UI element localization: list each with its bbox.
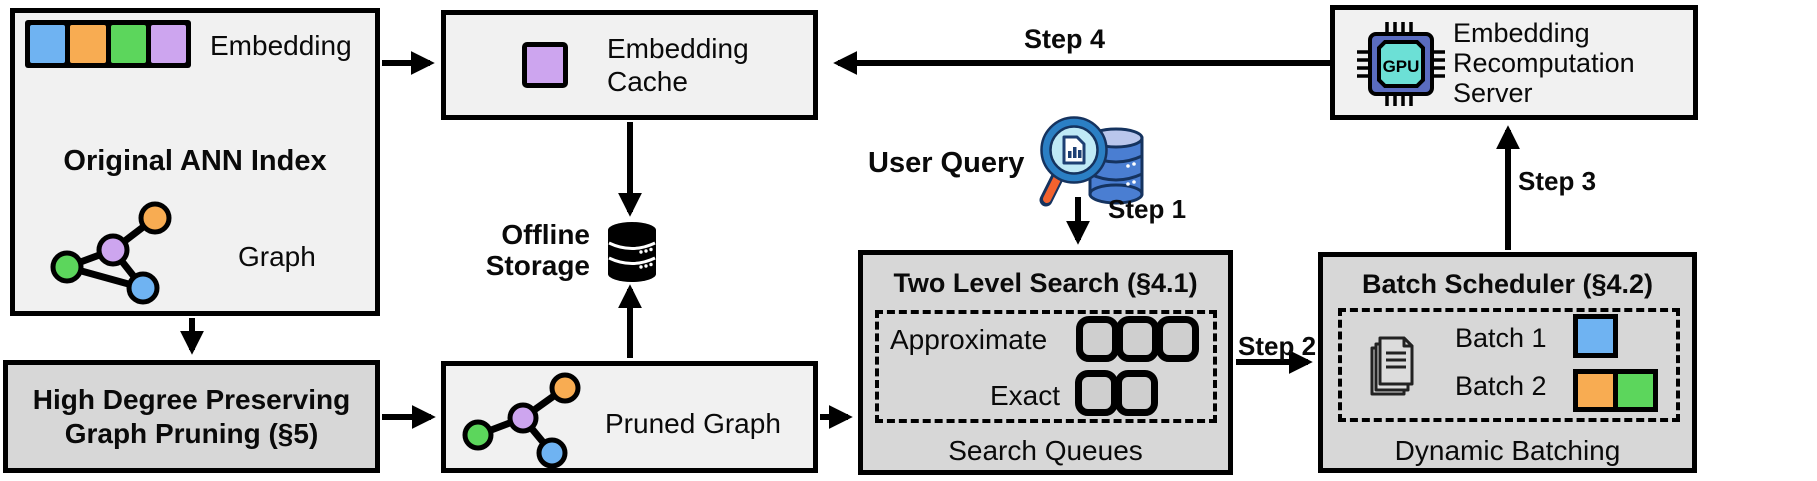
graph-pruning-line2: Graph Pruning (§5) xyxy=(64,417,319,449)
step4-label: Step 4 xyxy=(1024,24,1106,54)
offline-storage-label: Offline Storage xyxy=(448,219,590,281)
embedding-cache-label: Embedding Cache xyxy=(607,32,749,98)
graph-pruning-line1: High Degree Preserving xyxy=(32,383,351,415)
ann-index-title: Original ANN Index xyxy=(63,145,327,177)
batch2-square-orange xyxy=(1573,369,1618,412)
two-level-search-box: Two Level Search (§4.1) Approximate Exac… xyxy=(858,250,1233,475)
batch1-square-blue xyxy=(1573,314,1618,358)
queue-slot xyxy=(1075,370,1118,416)
pruned-node-green xyxy=(462,419,494,451)
graph-label: Graph xyxy=(238,241,316,272)
exact-queues xyxy=(1075,370,1158,416)
embedding-cell-green xyxy=(110,25,146,63)
offline-storage-line1: Offline xyxy=(501,219,590,250)
pruned-graph-icon xyxy=(462,372,581,468)
pruned-graph-label: Pruned Graph xyxy=(605,408,781,439)
queue-slot xyxy=(1076,316,1119,362)
cached-embedding-icon xyxy=(522,42,568,88)
queue-slot xyxy=(1115,370,1158,416)
graph-icon xyxy=(50,201,172,305)
embedding-cell-orange xyxy=(70,25,106,63)
batch2-squares xyxy=(1573,369,1658,412)
embedding-vector-icon xyxy=(25,20,191,68)
two-level-search-title: Two Level Search (§4.1) xyxy=(893,268,1198,298)
embedding-cache-box: Embedding Cache xyxy=(441,10,818,120)
batch2-square-green xyxy=(1613,369,1658,412)
step2-label: Step 2 xyxy=(1238,331,1317,361)
pruned-node-orange xyxy=(549,372,581,404)
server-line1: Embedding xyxy=(1453,18,1590,48)
exact-label: Exact xyxy=(990,380,1061,411)
database-icon xyxy=(608,222,656,282)
search-queues-footer: Search Queues xyxy=(948,435,1143,466)
search-queues-region: Approximate Exact xyxy=(875,310,1217,423)
gpu-icon: GPU xyxy=(1357,22,1445,106)
queue-slot xyxy=(1156,316,1199,362)
step3-label: Step 3 xyxy=(1518,166,1597,196)
batch-scheduler-box: Batch Scheduler (§4.2) Batch 1 Batch 2 xyxy=(1318,252,1697,473)
user-query-icon xyxy=(1039,116,1144,207)
pruned-node-purple xyxy=(507,402,539,434)
server-line3: Server xyxy=(1453,78,1533,108)
dynamic-batching-region: Batch 1 Batch 2 xyxy=(1338,308,1680,422)
original-ann-index-box: Embedding Original ANN Index Graph xyxy=(10,8,380,316)
embedding-cache-line1: Embedding xyxy=(607,33,749,64)
pruned-node-blue xyxy=(536,437,568,468)
embedding-label: Embedding xyxy=(210,30,352,61)
batch2-label: Batch 2 xyxy=(1455,371,1547,401)
graph-node-orange xyxy=(138,201,172,235)
embedding-cell-purple xyxy=(150,25,186,63)
pruned-graph-box: Pruned Graph xyxy=(441,361,818,473)
step1-label: Step 1 xyxy=(1108,194,1187,224)
offline-storage-line2: Storage xyxy=(485,250,590,281)
documents-icon xyxy=(1370,336,1414,396)
batch1-label: Batch 1 xyxy=(1455,323,1547,353)
embedding-cell-blue xyxy=(30,25,66,63)
approximate-label: Approximate xyxy=(890,324,1048,355)
graph-node-green xyxy=(50,250,84,284)
graph-pruning-title: High Degree Preserving Graph Pruning (§5… xyxy=(8,365,375,468)
user-query-label: User Query xyxy=(868,147,1025,179)
embedding-cache-line2: Cache xyxy=(607,66,688,97)
gpu-icon-label: GPU xyxy=(1383,57,1420,76)
recomputation-server-box: GPU Embedding Recomputation Server xyxy=(1330,5,1698,120)
graph-pruning-box: High Degree Preserving Graph Pruning (§5… xyxy=(3,360,380,473)
dynamic-batching-footer: Dynamic Batching xyxy=(1394,435,1621,466)
graph-node-blue xyxy=(126,271,160,305)
graph-node-purple xyxy=(96,233,130,267)
server-line2: Recomputation xyxy=(1453,48,1635,78)
batch-scheduler-title: Batch Scheduler (§4.2) xyxy=(1361,269,1654,299)
recomputation-server-label: Embedding Recomputation Server xyxy=(1453,18,1635,108)
queue-slot xyxy=(1116,316,1159,362)
approximate-queues xyxy=(1076,316,1199,362)
